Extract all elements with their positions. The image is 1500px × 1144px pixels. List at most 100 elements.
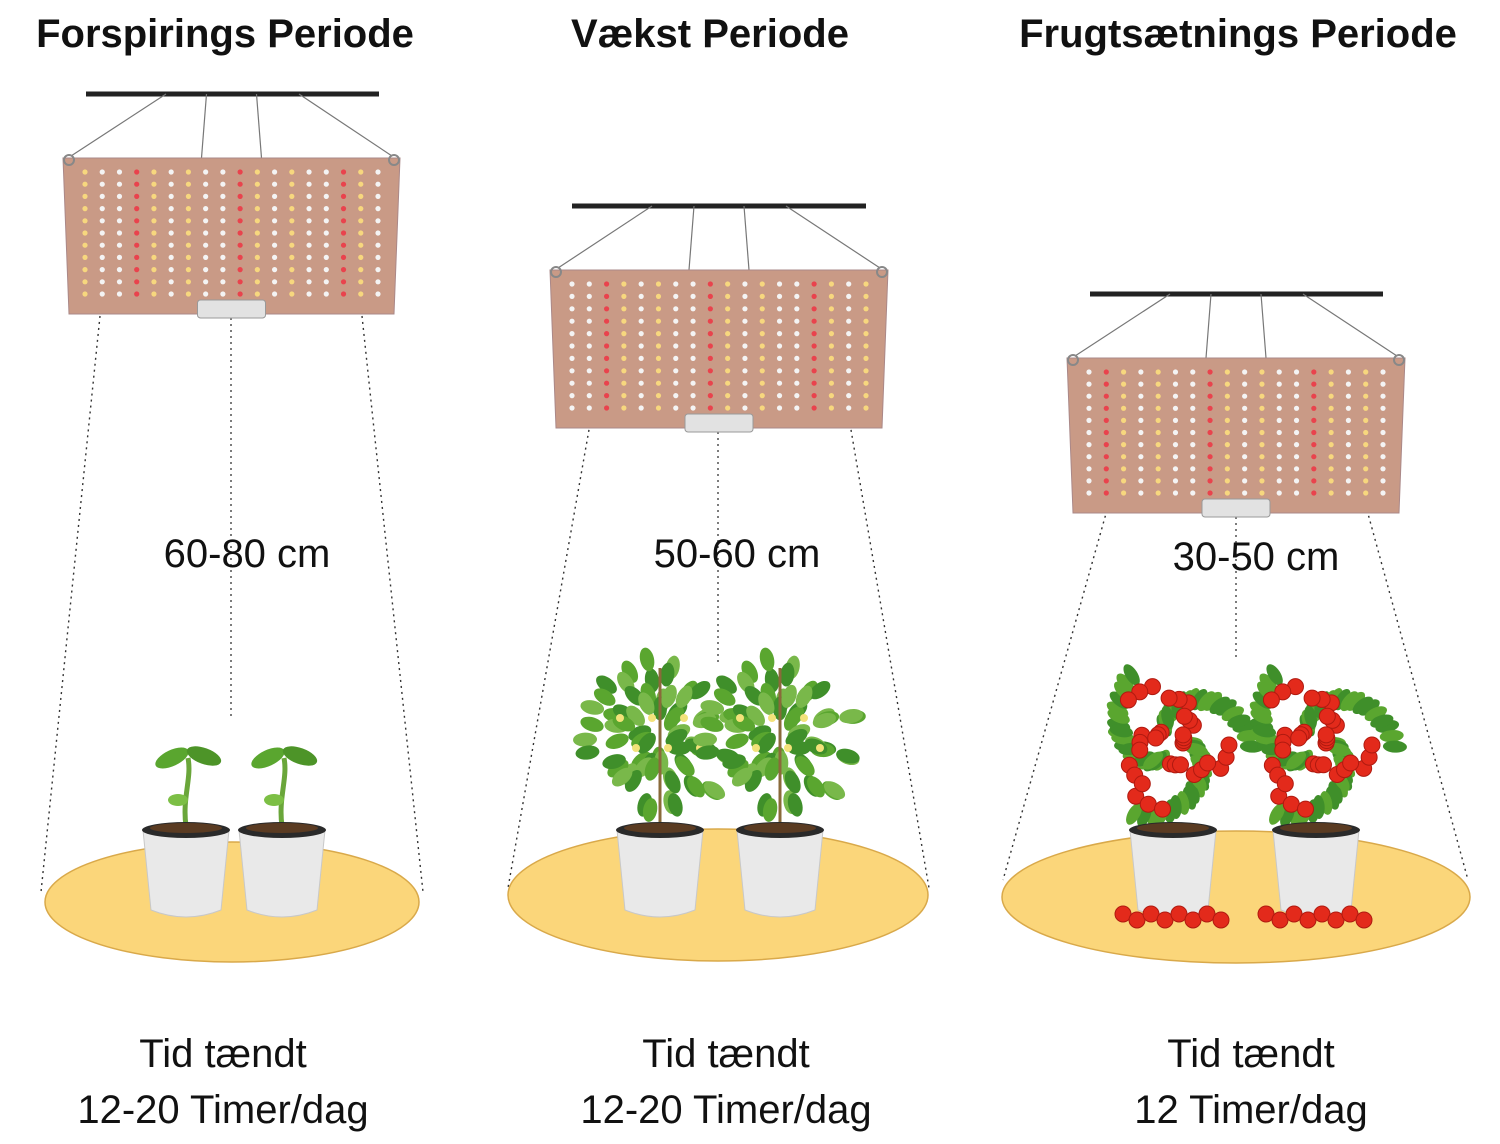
plant-leaf: [661, 684, 677, 708]
led-dot: [1276, 369, 1282, 375]
plant-leaf: [1259, 673, 1278, 694]
led-dot: [811, 281, 817, 287]
stage-1-time-value: 12-20 Timer/dag: [77, 1088, 369, 1132]
led-dot: [1259, 417, 1265, 423]
led-dot: [1138, 442, 1144, 448]
led-dot: [603, 293, 610, 299]
led-dot: [1311, 429, 1317, 436]
led-dot: [340, 267, 347, 273]
led-dot: [1155, 405, 1161, 411]
led-dot: [569, 368, 575, 374]
led-dot: [168, 230, 174, 236]
led-dot: [237, 279, 243, 285]
led-dot: [271, 242, 278, 248]
flower-dot: [800, 714, 808, 722]
led-dot: [1363, 490, 1369, 496]
led-dot: [1172, 478, 1179, 484]
led-dot: [1293, 429, 1300, 436]
plant-leaf: [1252, 724, 1277, 738]
led-dot: [99, 279, 105, 285]
led-dot: [1242, 454, 1248, 460]
led-dot: [271, 279, 278, 285]
led-dot: [725, 331, 731, 337]
led-dot: [638, 380, 644, 386]
plant-leaf: [675, 685, 693, 708]
led-dot: [1259, 478, 1265, 484]
led-dot: [203, 206, 209, 212]
led-panel: [62, 157, 401, 315]
led-dot: [794, 281, 800, 287]
led-dot: [1293, 466, 1300, 472]
led-dot: [116, 193, 123, 199]
plant-leaf: [1312, 794, 1325, 819]
led-dot: [759, 293, 765, 299]
hanging-wire: [785, 205, 881, 269]
led-dot: [655, 306, 662, 312]
led-dot: [811, 405, 817, 411]
tomato-fruit: [1131, 741, 1149, 759]
led-dot: [655, 343, 662, 349]
led-dot: [203, 230, 209, 236]
led-dot: [776, 368, 783, 374]
led-dot: [254, 181, 260, 187]
led-dot: [151, 291, 157, 297]
led-dot: [1276, 393, 1282, 399]
led-dot: [1207, 405, 1213, 411]
plant-leaf: [695, 745, 720, 760]
plant-leaf: [809, 680, 831, 700]
seedling-leaf: [282, 746, 318, 766]
led-dot: [134, 169, 140, 175]
led-dot: [1363, 405, 1369, 411]
led-dot: [1311, 405, 1317, 411]
led-dot: [340, 181, 347, 187]
stage-1-artwork: [40, 91, 424, 963]
led-dot: [828, 393, 835, 399]
led-dot: [621, 405, 627, 411]
led-dot: [220, 291, 226, 297]
led-dot: [690, 393, 696, 399]
pot-soil: [1280, 823, 1352, 833]
led-dot: [1311, 454, 1317, 460]
led-dot: [1155, 454, 1161, 460]
led-dot: [1242, 442, 1248, 448]
led-dot: [603, 393, 610, 399]
plant-leaf: [1209, 696, 1231, 715]
led-dot: [358, 279, 364, 285]
led-dot: [776, 318, 783, 324]
led-dot: [340, 279, 347, 285]
led-dot: [725, 343, 731, 349]
plant-leaf: [1126, 803, 1142, 825]
led-dot: [1293, 490, 1300, 496]
led-dot: [621, 318, 627, 324]
led-dot: [237, 169, 243, 175]
stage-1-title: Forspirings Periode: [36, 12, 414, 56]
tomato-fruit: [1276, 775, 1294, 793]
led-dot: [863, 355, 869, 361]
led-dot: [725, 380, 731, 386]
led-dot: [811, 293, 817, 299]
led-dot: [1259, 429, 1265, 436]
led-dot: [306, 169, 312, 175]
flower-dot: [736, 714, 744, 722]
led-dot: [811, 355, 817, 361]
led-dot: [116, 230, 123, 236]
led-dot: [134, 254, 140, 260]
led-dot: [1103, 442, 1109, 448]
led-dot: [254, 254, 260, 260]
led-dot: [811, 306, 817, 312]
led-dot: [151, 230, 157, 236]
led-dot: [846, 405, 852, 411]
led-dot: [1224, 466, 1230, 472]
led-dot: [306, 291, 312, 297]
plant-leaf: [703, 781, 726, 800]
led-dot: [742, 306, 748, 312]
plant-leaf: [611, 767, 633, 787]
led-dot: [690, 281, 696, 287]
stage-2-title: Vækst Periode: [571, 12, 849, 56]
led-dot: [1224, 454, 1230, 460]
led-dot: [1328, 381, 1334, 387]
led-dot: [603, 368, 610, 374]
led-dot: [1259, 381, 1265, 387]
led-panel: [1066, 357, 1406, 514]
led-dot: [828, 281, 835, 287]
